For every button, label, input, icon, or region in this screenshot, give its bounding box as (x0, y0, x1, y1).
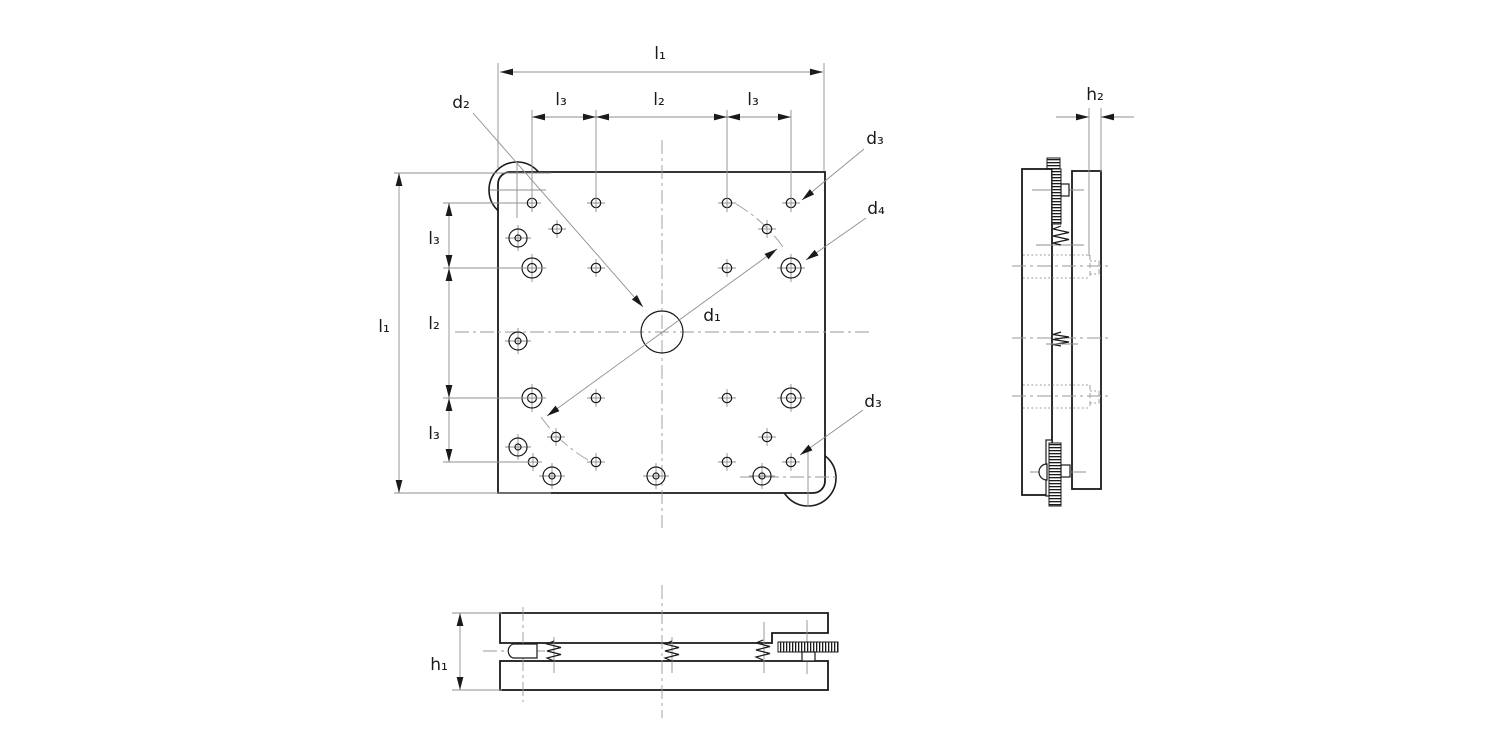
spring-top (1050, 225, 1070, 246)
bottom-adjuster-knob (777, 641, 839, 662)
label-l2-left: l₂ (428, 314, 440, 334)
label-l2-top: l₂ (653, 90, 665, 110)
label-d3-upper: d₃ (866, 129, 884, 149)
label-l1-left: l₁ (378, 317, 390, 337)
front-view (394, 63, 870, 528)
label-l3-left-upper: l₃ (428, 229, 440, 249)
label-l3-top-left: l₃ (555, 90, 567, 110)
spring-1 (545, 640, 562, 662)
side-hidden-holes (1023, 254, 1100, 409)
spring-3 (754, 639, 771, 661)
ball-plunger (507, 643, 538, 659)
spring-2 (663, 640, 680, 662)
label-h1: h₁ (430, 655, 448, 675)
spring-middle (1052, 331, 1070, 347)
label-l3-left-lower: l₃ (428, 424, 440, 444)
label-l3-top-right: l₃ (747, 90, 759, 110)
label-h2: h₂ (1086, 85, 1104, 105)
side-right-plate (1071, 170, 1102, 490)
label-d4: d₄ (867, 199, 885, 219)
leader-d3-upper (801, 148, 865, 201)
label-d3-lower: d₃ (864, 392, 882, 412)
bottom-dimension-h1 (452, 612, 502, 691)
bottom-top-plate (499, 612, 829, 644)
bottom-view (452, 585, 839, 718)
leader-d4 (805, 217, 867, 261)
side-centerlines (1012, 265, 1110, 397)
side-dimension-h2 (1056, 108, 1134, 256)
side-adjuster-bottom (1030, 439, 1086, 507)
label-l1-top: l₁ (654, 44, 666, 64)
leader-d2 (472, 112, 644, 308)
label-d1: d₁ (703, 306, 721, 326)
ball-detent (1038, 463, 1048, 481)
side-adjuster-top (1032, 157, 1084, 246)
front-dimensions (394, 63, 867, 494)
bottom-bottom-plate (499, 660, 829, 691)
side-view (1012, 108, 1134, 507)
label-d2: d₂ (452, 93, 470, 113)
leader-d3-lower (799, 409, 864, 456)
